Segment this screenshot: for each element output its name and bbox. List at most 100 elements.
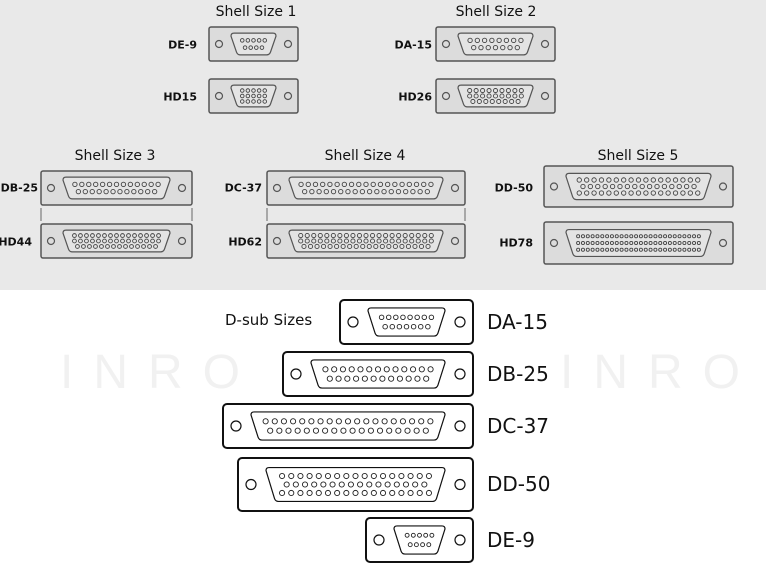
connector-dd50: [543, 165, 734, 208]
pin: [86, 181, 92, 188]
pin: [363, 238, 369, 244]
pin: [267, 427, 274, 434]
pin: [334, 243, 340, 249]
pin: [402, 481, 410, 488]
pin: [418, 366, 425, 373]
pin: [661, 183, 668, 190]
label-hd26: HD26: [398, 90, 432, 104]
connector-shell: [288, 176, 444, 200]
pin: [374, 366, 382, 373]
pin: [385, 181, 391, 188]
pin: [389, 472, 396, 480]
pin: [429, 532, 435, 538]
pin: [366, 481, 373, 488]
pin: [386, 243, 392, 249]
pin: [75, 188, 82, 195]
pin: [343, 233, 349, 239]
pin: [361, 472, 368, 480]
pin: [93, 181, 99, 188]
pin: [486, 88, 492, 94]
pin: [424, 188, 430, 195]
pin: [691, 183, 697, 190]
pin: [399, 181, 405, 188]
pin: [418, 418, 425, 425]
pin: [418, 323, 424, 330]
pin: [614, 247, 619, 252]
pin: [614, 234, 619, 239]
pin: [606, 177, 612, 183]
pin: [687, 190, 693, 196]
pin: [509, 98, 515, 104]
pin: [576, 241, 581, 245]
pin: [584, 177, 590, 183]
pin: [634, 241, 639, 245]
pin: [425, 243, 431, 249]
pin: [303, 427, 310, 434]
pin: [304, 233, 310, 239]
connector-hd78: [543, 221, 734, 265]
pin: [298, 181, 304, 188]
pin: [111, 244, 116, 249]
pin: [417, 532, 422, 538]
pin: [580, 234, 585, 239]
pin: [628, 190, 634, 196]
pin: [93, 244, 98, 249]
pin: [672, 241, 677, 245]
pin: [312, 427, 320, 434]
screw-hole-icon: [46, 183, 56, 193]
pin: [478, 44, 484, 51]
pin: [245, 38, 251, 43]
pin: [393, 481, 400, 488]
pin: [621, 190, 627, 196]
pin: [403, 188, 409, 195]
pin: [413, 542, 419, 548]
pin: [298, 233, 304, 239]
pin: [156, 233, 161, 238]
pin: [369, 233, 376, 239]
pin: [341, 181, 347, 188]
pin: [361, 489, 368, 497]
pin: [632, 183, 638, 190]
pin: [338, 481, 345, 488]
pin: [153, 244, 158, 249]
pin: [677, 241, 682, 245]
pin: [366, 366, 373, 373]
pin: [658, 190, 664, 196]
pin: [108, 233, 113, 238]
pin: [352, 489, 359, 497]
pin: [376, 233, 382, 239]
pin: [405, 375, 412, 382]
connector-shell: [265, 466, 446, 503]
pin: [389, 489, 396, 497]
pin: [682, 241, 687, 245]
pin: [421, 481, 428, 488]
pin: [90, 233, 95, 238]
pin: [348, 181, 355, 188]
label-dd50: DD-50: [494, 181, 533, 195]
pin: [108, 238, 113, 244]
pin: [79, 181, 85, 188]
pin: [677, 234, 682, 239]
pin: [288, 472, 295, 480]
pin: [323, 188, 329, 195]
pin: [352, 472, 359, 480]
pin: [414, 314, 420, 321]
pin: [141, 244, 146, 249]
pin: [120, 238, 125, 244]
connector-hd26: [435, 78, 556, 114]
connector-dc37: [266, 170, 466, 206]
pin: [363, 233, 369, 239]
pin: [600, 247, 605, 252]
pin: [676, 183, 682, 190]
pin: [343, 472, 350, 480]
pin: [370, 181, 376, 188]
pin: [605, 234, 610, 239]
pin: [410, 188, 416, 195]
pin: [309, 188, 315, 195]
pin: [406, 181, 412, 188]
pin: [379, 489, 387, 497]
pin: [307, 243, 314, 249]
screw-hole-icon: [450, 236, 460, 246]
pin: [340, 427, 347, 434]
pin: [348, 366, 355, 373]
